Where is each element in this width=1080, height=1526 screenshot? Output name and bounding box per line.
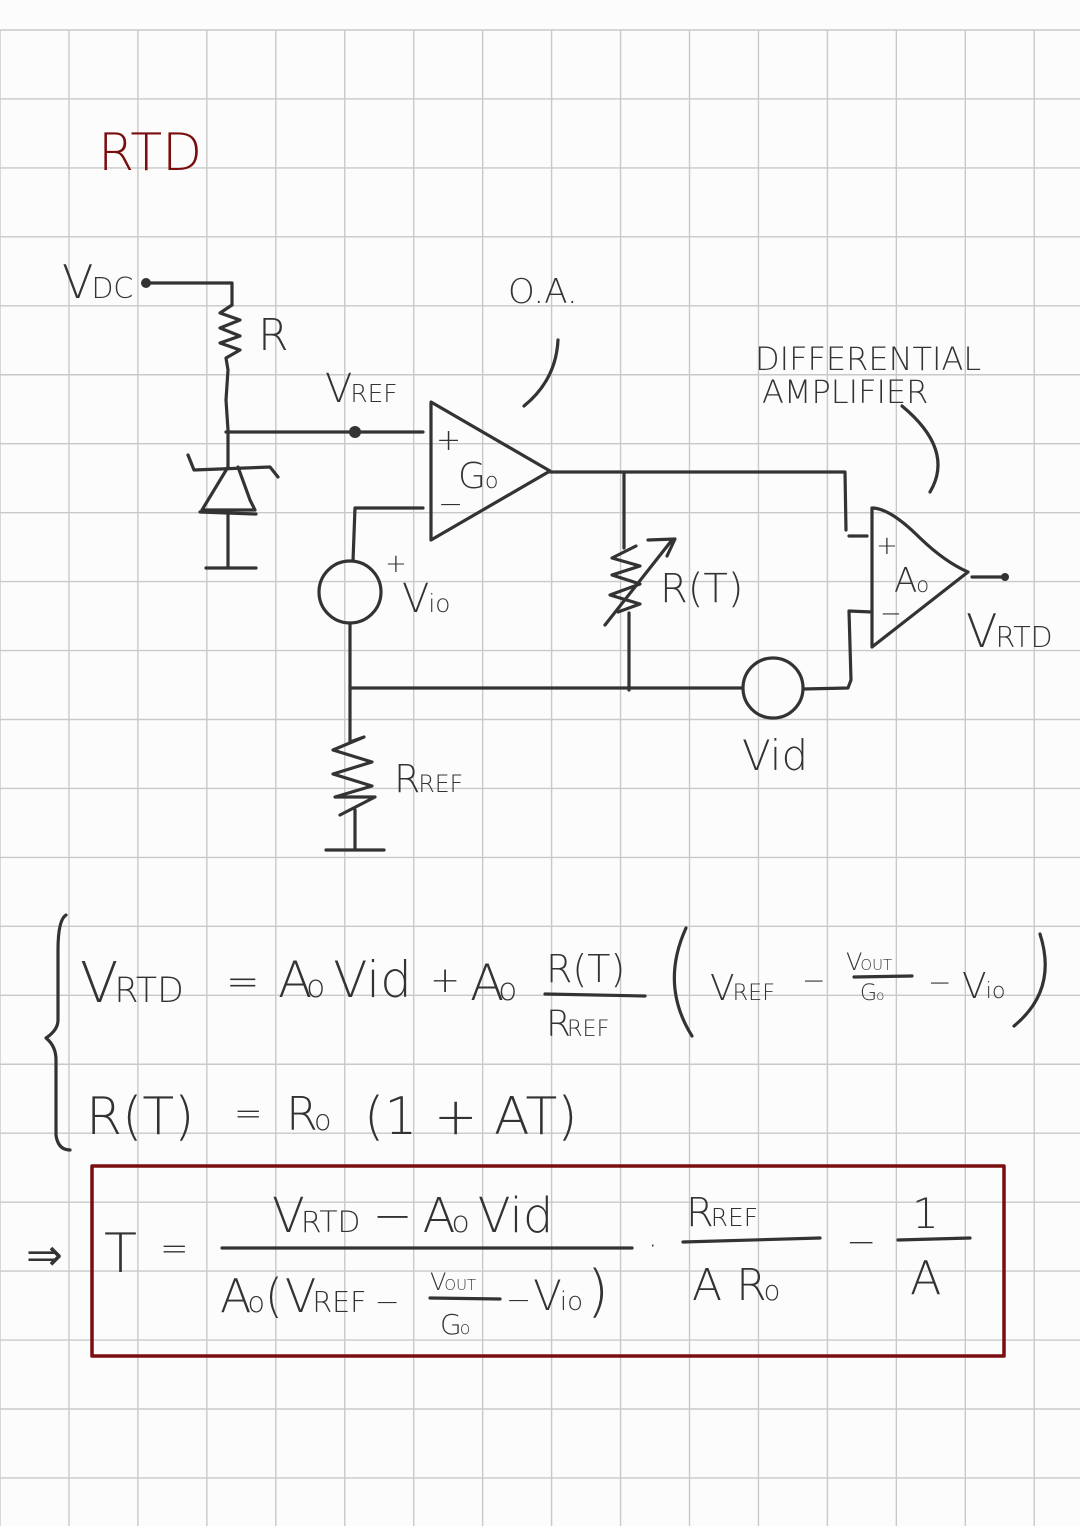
zener-diode [186,430,280,569]
resistor-rref [331,686,377,850]
vrtd-label: VRTD [966,604,1053,658]
vdc-wire [144,281,234,307]
result-box-border [90,1164,1006,1358]
result-frac3-num: 1 [912,1189,939,1238]
eq2-lhs: R(T) [86,1087,194,1147]
result-frac2-bar [681,1236,822,1244]
op-amp-1-output-wire [548,470,848,532]
op-amp-1-gain: Go [458,456,499,497]
op-amp-go [429,400,552,542]
result-dot: · [648,1229,658,1264]
vrtd-terminal [1001,573,1009,581]
equation-rt: R(T) = Ro (1 + AT) [86,1087,578,1147]
eq1-equals: = [226,959,260,1005]
resistor-r [218,303,242,432]
page-title: RTD [98,123,202,183]
vdc-label: VDC [62,255,133,309]
result-frac2-den: A Ro [692,1260,780,1311]
eq1-frac-num: R(T) [546,947,625,991]
result-den-frac-num: VOUT [430,1268,476,1296]
eq1-term2-coef: Ao [470,954,517,1012]
op-amp-1-plus: + [436,423,461,458]
eq1-inner-frac-den: Go [860,981,884,1006]
result-frac3-den: A [910,1251,941,1305]
eq1-inner-frac-num: VOUT [846,948,892,976]
vio-plus: + [385,549,407,579]
eq1-inner-frac-bar [852,974,914,979]
result-den-tail: −Vio) [506,1259,609,1324]
oa-annotation: O.A. [508,272,578,312]
eq1-plus: + [430,960,460,1001]
vid-to-diff-amp-wire [801,609,874,691]
circuit-diagram: VDC R VREF + − Go O.A. + V [62,255,1053,852]
op-amp-2-minus: − [880,599,902,629]
eq2-equals: = [234,1094,263,1134]
op-amp-2-plus: + [876,531,898,561]
rt-label: R(T) [660,566,743,612]
vio-label: Vio [402,576,450,622]
eq1-minus1: − [802,964,825,997]
result-den-frac-den: Go [440,1308,470,1341]
diff-amp-annotation-line2: AMPLIFIER [762,373,928,411]
diff-amp-pointer [900,404,940,494]
eq1-frac-den: RREF [546,1004,609,1045]
result-frac3-bar [896,1236,972,1242]
eq1-vref: VREF [710,968,775,1009]
grid-background [0,29,1080,1526]
vid-label: Vid [742,731,808,780]
vref-node [349,426,361,438]
rref-label: RREF [394,757,463,801]
result-den-frac-bar [428,1296,502,1301]
implies-arrow: ⇒ [26,1230,63,1281]
op-amp-1-minus: − [438,487,463,522]
eq1-minus2: − [928,966,951,999]
op-amp-2-gain: Ao [894,561,929,601]
eq1-lhs: VRTD [80,951,184,1016]
vref-label: VREF [325,366,398,412]
thermistor-rt [603,537,677,692]
vid-source [741,656,805,720]
oa-pointer [522,338,560,408]
eq1-paren-open [672,926,694,1038]
eq1-vio: Vio [962,966,1006,1007]
diff-amp-annotation-line1: DIFFERENTIAL [755,340,981,378]
eq2-rhs: (1 + AT) [364,1087,578,1147]
r-label: R [258,310,289,361]
result-frac2-num: RREF [686,1190,758,1236]
vio-source [317,559,383,625]
result-minus: − [846,1222,876,1263]
op-amp-ao [870,506,970,649]
eq1-paren-close [1012,932,1047,1028]
eq2-coef: Ro [286,1087,331,1141]
eq1-frac-bar [543,992,647,998]
result-lhs: T [104,1222,137,1285]
op-amp-1-minus-wire [351,506,425,563]
result-equals: = [160,1229,189,1269]
result-denominator: Ao(VREF− [220,1269,400,1323]
system-brace [44,913,72,1152]
